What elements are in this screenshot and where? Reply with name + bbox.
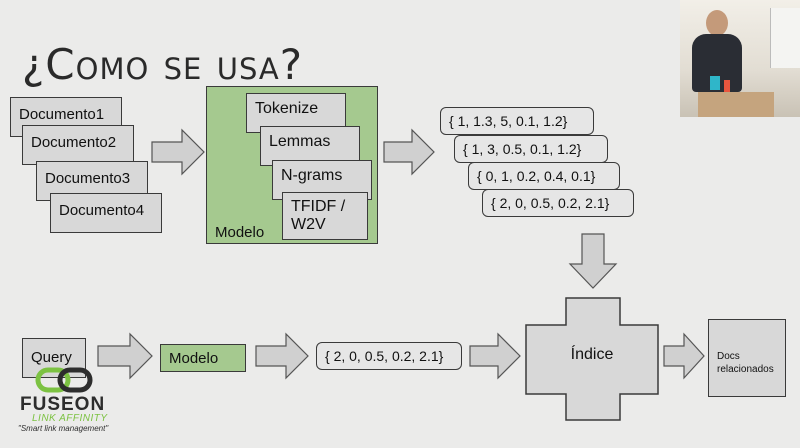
logo-name: FUSEON	[20, 394, 106, 415]
slide-title: ¿Como se usa?	[22, 40, 304, 89]
arrow-query-to-model	[97, 332, 153, 380]
model-panel-label: Modelo	[215, 224, 265, 241]
step-lemmas: Lemmas	[260, 126, 360, 166]
vector-3: { 0, 1, 0.2, 0.4, 0.1}	[468, 162, 620, 190]
arrow-docs-to-model	[151, 128, 205, 176]
index-shape	[525, 297, 659, 421]
vector-1: { 1, 1.3, 5, 0.1, 1.2}	[440, 107, 594, 135]
cup-2	[724, 80, 730, 92]
document-4: Documento4	[50, 193, 162, 233]
link-chain-icon	[35, 367, 93, 393]
video-screen	[770, 8, 800, 68]
vector-4: { 2, 0, 0.5, 0.2, 2.1}	[482, 189, 634, 217]
index-label: Índice	[570, 346, 614, 363]
vector-2: { 1, 3, 0.5, 0.1, 1.2}	[454, 135, 608, 163]
speaker-video-inset	[680, 0, 800, 117]
fuseon-logo: FUSEON LINK AFFINITY "Smart link managem…	[14, 366, 124, 436]
docs-related-box: Docs relacionados	[708, 319, 786, 397]
arrow-vector-to-index	[469, 332, 521, 380]
speaker-head	[706, 10, 728, 36]
logo-tagline: "Smart link management"	[18, 424, 109, 433]
podium	[698, 92, 774, 117]
logo-subtitle: LINK AFFINITY	[32, 413, 108, 424]
arrow-vectors-to-index	[568, 233, 618, 289]
query-vector: { 2, 0, 0.5, 0.2, 2.1}	[316, 342, 462, 370]
document-2: Documento2	[22, 125, 134, 165]
query-model-box: Modelo	[160, 344, 246, 372]
arrow-model-to-vectors	[383, 128, 435, 176]
cup	[710, 76, 720, 90]
step-tfidf-w2v: TFIDF / W2V	[282, 192, 368, 240]
arrow-index-to-docs	[663, 332, 705, 380]
arrow-model-to-vector	[255, 332, 309, 380]
